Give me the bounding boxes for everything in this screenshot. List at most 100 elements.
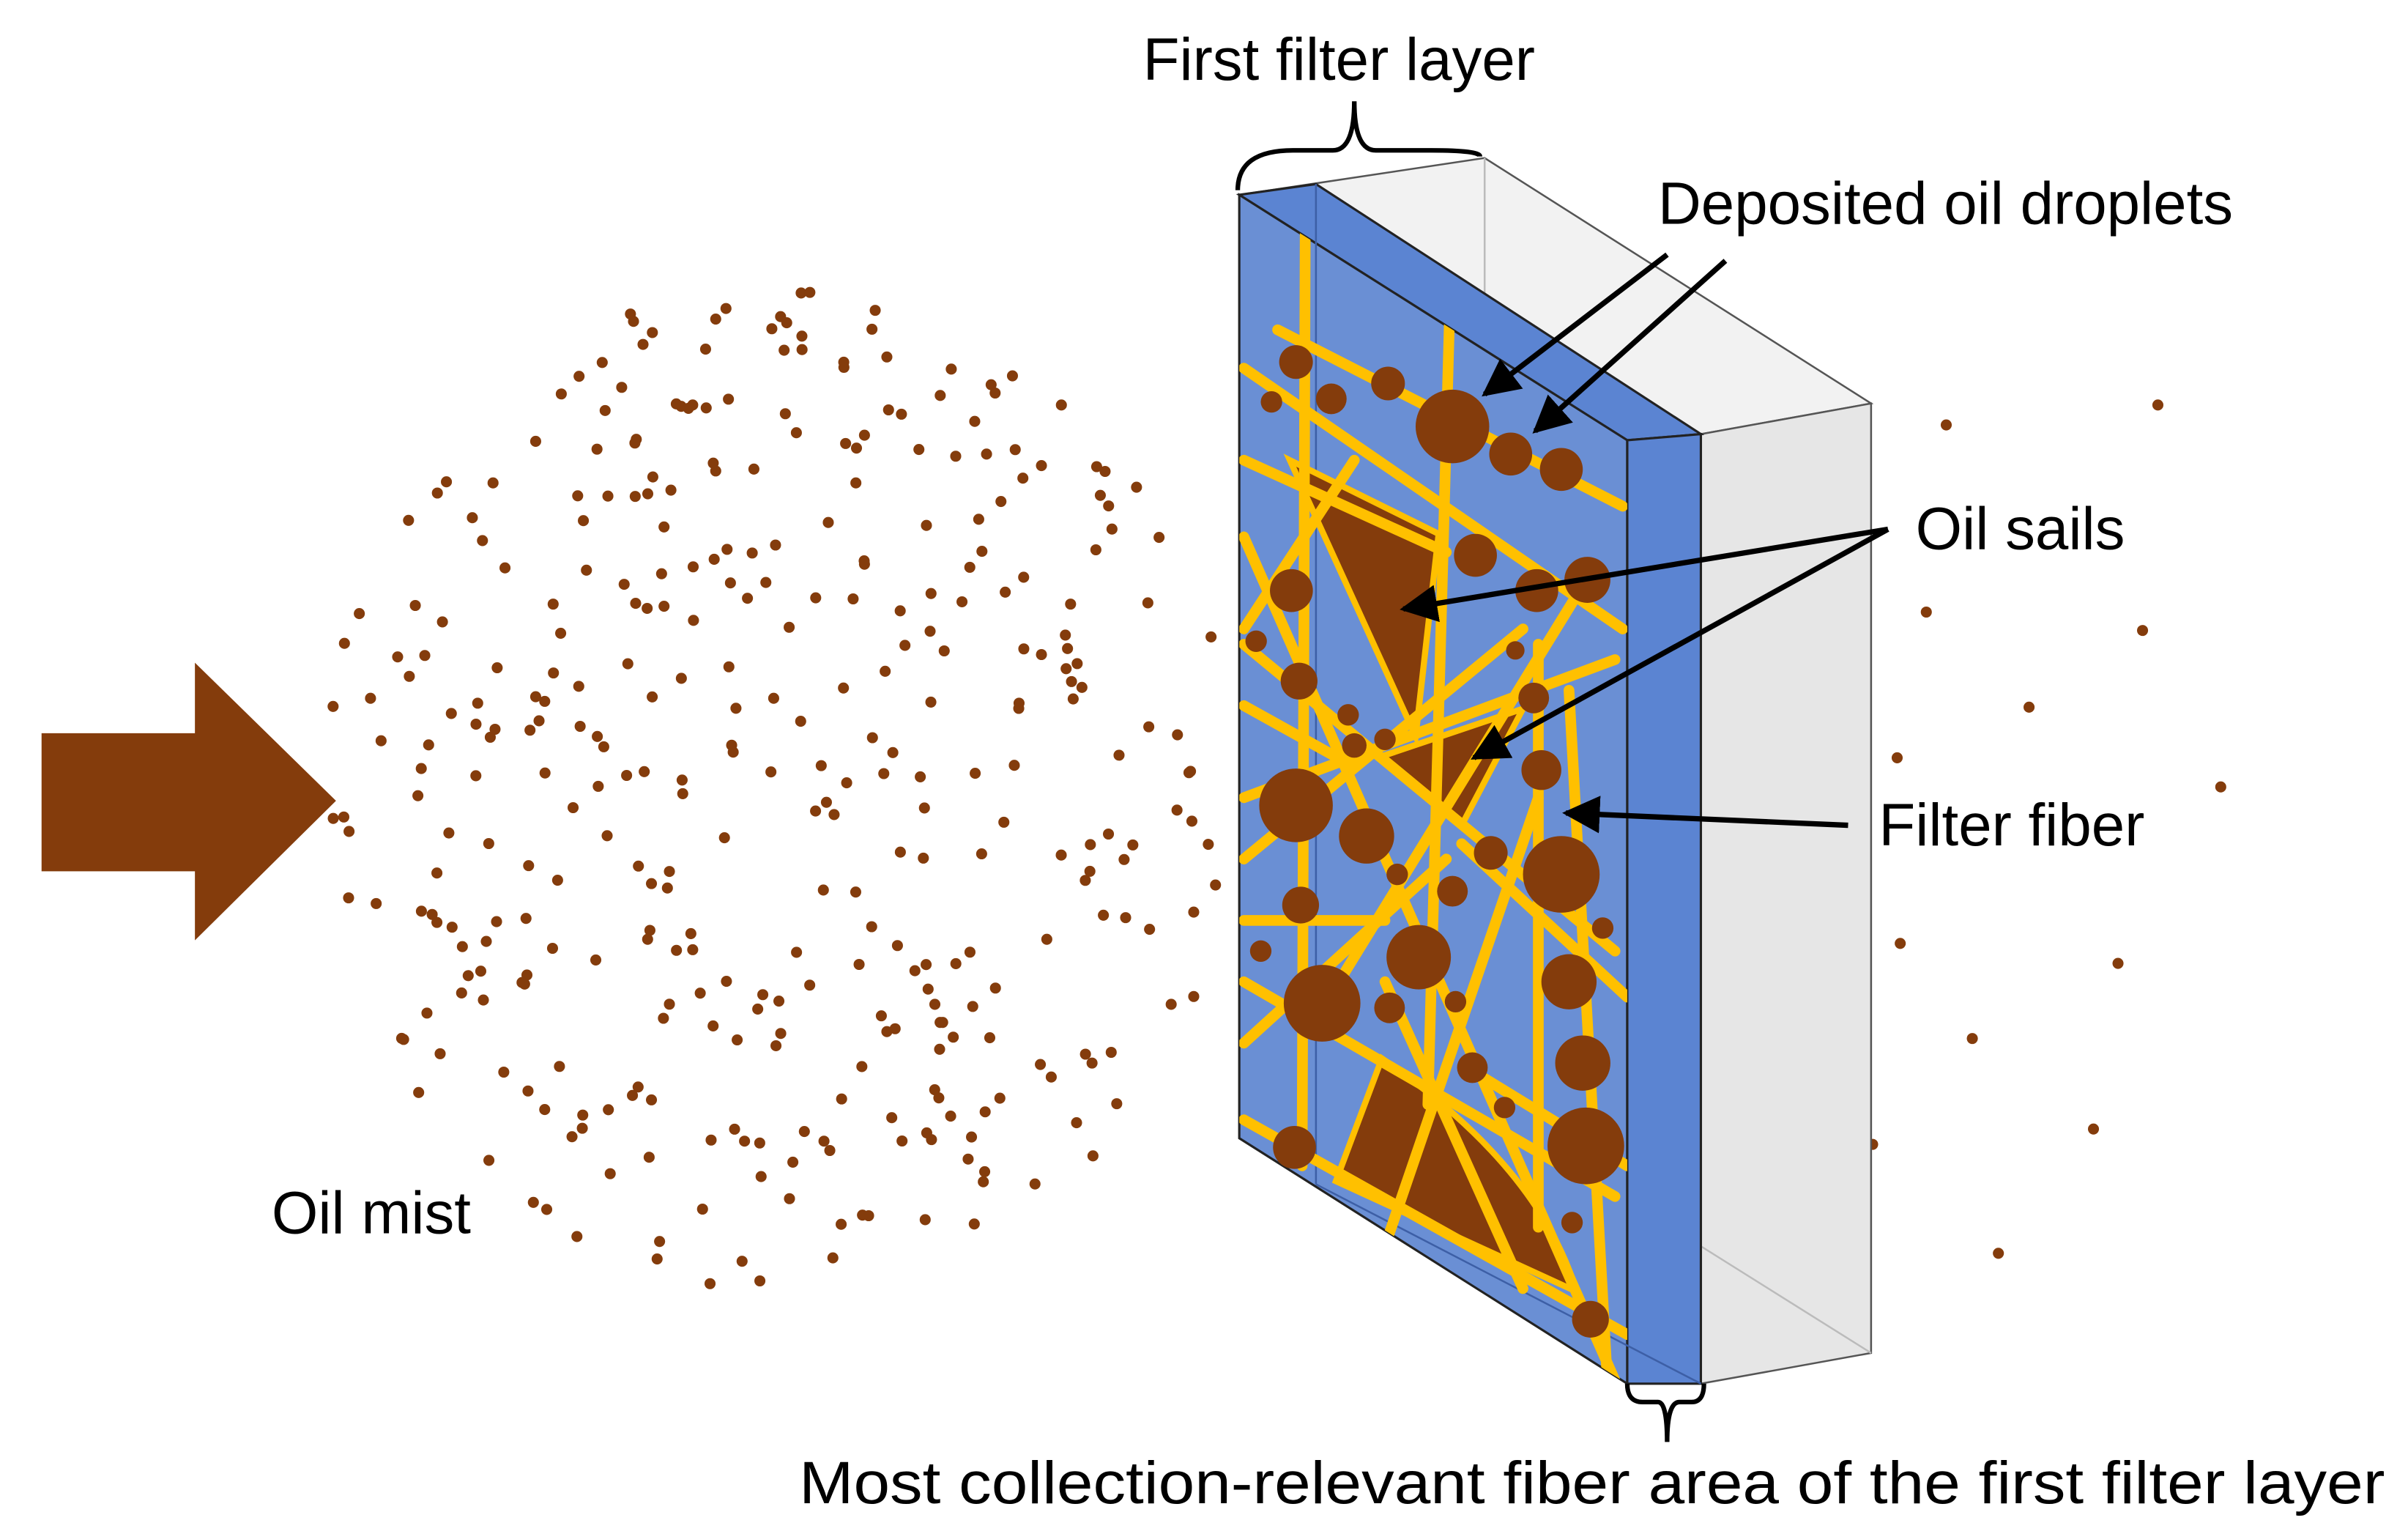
deposited-droplet <box>1521 749 1561 790</box>
mist-droplet <box>1008 760 1020 771</box>
collection-relevant-strip <box>1626 432 1703 1385</box>
mist-droplet <box>856 1061 868 1072</box>
mist-droplet <box>677 788 688 799</box>
mist-droplet <box>467 512 478 524</box>
mist-droplet <box>1103 828 1115 840</box>
sail-pointer-arrow <box>1400 526 1889 623</box>
downstream-droplet <box>1966 1033 1978 1045</box>
mist-droplet <box>858 555 870 567</box>
mist-droplet <box>1060 663 1072 675</box>
deposited-droplet <box>1523 836 1600 913</box>
deposited-droplet <box>1518 682 1550 714</box>
mist-droplet <box>1188 906 1200 918</box>
mist-droplet <box>483 1155 495 1166</box>
mist-droplet <box>956 596 968 608</box>
mist-droplet <box>365 692 376 704</box>
mist-droplet <box>529 435 541 447</box>
mist-droplet <box>472 697 483 709</box>
droplet-pointer-arrow <box>1482 252 1669 397</box>
mist-droplet <box>746 547 758 559</box>
downstream-droplet <box>2024 701 2035 713</box>
mist-droplet <box>979 1106 991 1118</box>
mist-droplet <box>937 1017 948 1029</box>
mist-droplet <box>520 913 532 925</box>
mist-droplet <box>896 408 907 420</box>
deposited-droplet <box>1539 448 1583 492</box>
mist-droplet <box>1085 839 1096 851</box>
deposited-droplet <box>1457 1052 1488 1083</box>
mist-droplet <box>924 626 936 637</box>
mist-droplet <box>995 495 1007 508</box>
mist-droplet <box>945 363 957 375</box>
mist-droplet <box>707 457 719 469</box>
mist-droplet <box>1105 1046 1117 1059</box>
fiber-pointer-arrow <box>1562 796 1848 834</box>
mist-droplet <box>633 860 644 872</box>
mist-droplet <box>647 471 658 483</box>
mist-droplet <box>1172 729 1183 741</box>
mist-droplet <box>732 1034 743 1046</box>
mist-droplet <box>554 1061 565 1072</box>
mist-droplet <box>984 1032 996 1044</box>
mist-droplet <box>1205 631 1217 642</box>
mist-droplet <box>1013 697 1025 709</box>
deposited-droplet <box>1547 1107 1624 1185</box>
mist-droplet <box>409 599 421 612</box>
mist-droplet <box>754 1137 765 1149</box>
mist-droplet <box>572 490 584 502</box>
mist-droplet <box>968 1218 980 1230</box>
mist-droplet <box>817 884 829 896</box>
mist-droplet <box>723 393 735 405</box>
downstream-droplet <box>2215 781 2226 793</box>
mist-droplet <box>1018 643 1030 655</box>
mist-droplet <box>578 515 590 527</box>
deposited-droplet <box>1374 728 1396 750</box>
mist-droplet <box>598 741 609 752</box>
mist-droplet <box>1035 1059 1047 1070</box>
mist-droplet <box>970 768 981 779</box>
mist-droplet <box>338 811 350 823</box>
mist-droplet <box>499 562 511 574</box>
mist-droplet <box>894 605 906 617</box>
flow-arrow-icon <box>41 662 336 941</box>
mist-droplet <box>567 801 579 814</box>
mist-droplet <box>491 662 503 674</box>
mist-droplet <box>866 732 878 744</box>
mist-droplet <box>592 780 604 792</box>
mist-droplet <box>644 925 655 936</box>
mist-droplet <box>934 1043 945 1055</box>
mist-droplet <box>875 1010 887 1022</box>
mist-droplet <box>985 379 997 390</box>
mist-droplet <box>784 1193 795 1204</box>
mist-droplet <box>696 1203 708 1215</box>
oil-mist-label: Oil mist <box>272 1180 471 1247</box>
mist-droplet <box>810 805 822 817</box>
mist-droplet <box>436 616 448 628</box>
mist-droplet <box>869 305 881 316</box>
mist-droplet <box>967 1001 978 1012</box>
mist-droplet <box>655 568 667 579</box>
collection-area-brace <box>1624 1383 1706 1442</box>
mist-droplet <box>730 703 742 714</box>
mist-droplet <box>1098 909 1110 921</box>
deposited-oil-droplets-label: Deposited oil droplets <box>1658 171 2233 237</box>
mist-droplet <box>622 658 633 670</box>
mist-droplet <box>642 602 653 615</box>
deposited-droplet <box>1515 568 1558 612</box>
mist-droplet <box>539 767 551 779</box>
mist-droplet <box>446 922 458 933</box>
deposited-droplet <box>1561 1212 1583 1234</box>
mist-droplet <box>700 402 712 414</box>
mist-droplet <box>477 535 488 546</box>
mist-droplet <box>629 491 641 503</box>
mist-droplet <box>415 905 427 917</box>
mist-droplet <box>929 998 941 1010</box>
filter-fiber <box>1239 700 1360 773</box>
sail-pointer-arrow <box>1471 527 1889 760</box>
mist-droplet <box>431 487 443 499</box>
mist-droplet <box>1120 912 1131 924</box>
first-filter-layer-brace <box>1235 101 1483 190</box>
pointer-arrows <box>1400 252 1889 834</box>
mist-droplet <box>791 946 803 958</box>
